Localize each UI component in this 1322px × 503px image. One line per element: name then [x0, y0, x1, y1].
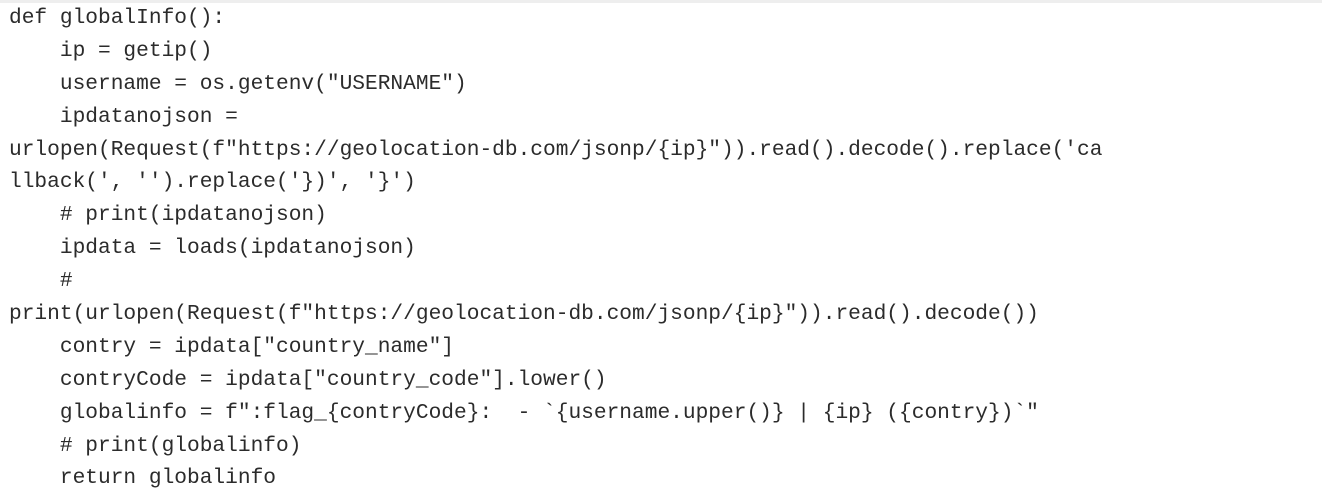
code-line-comment-print-globalinfo: # print(globalinfo) [9, 433, 302, 458]
code-line-print-urlopen: print(urlopen(Request(f"https://geolocat… [9, 302, 1039, 327]
code-line-globalinfo: globalinfo = f":flag_{contryCode}: - `{u… [9, 400, 1039, 425]
code-line-ipdata: ipdata = loads(ipdatanojson) [9, 236, 416, 261]
top-border-strip [0, 0, 1322, 3]
code-line-comment-print: # print(ipdatanojson) [9, 203, 327, 228]
code-line-return: return globalinfo [9, 466, 277, 491]
code-line-def: def globalInfo(): [9, 6, 226, 30]
code-line-urlopen-continued: llback(', '').replace('})', '}') [9, 170, 416, 195]
code-block: def globalInfo(): ip = getip() username … [9, 2, 1102, 495]
code-line-contrycode: contryCode = ipdata["country_code"].lowe… [9, 367, 607, 392]
code-line-urlopen: urlopen(Request(f"https://geolocation-db… [9, 137, 1103, 162]
code-line-ipdatanojson: ipdatanojson = [9, 104, 238, 129]
code-line-comment-hash: # [9, 269, 73, 294]
code-line-contry: contry = ipdata["country_name"] [9, 334, 455, 359]
code-line-username: username = os.getenv("USERNAME") [9, 71, 467, 96]
code-line-ip: ip = getip() [9, 38, 213, 63]
